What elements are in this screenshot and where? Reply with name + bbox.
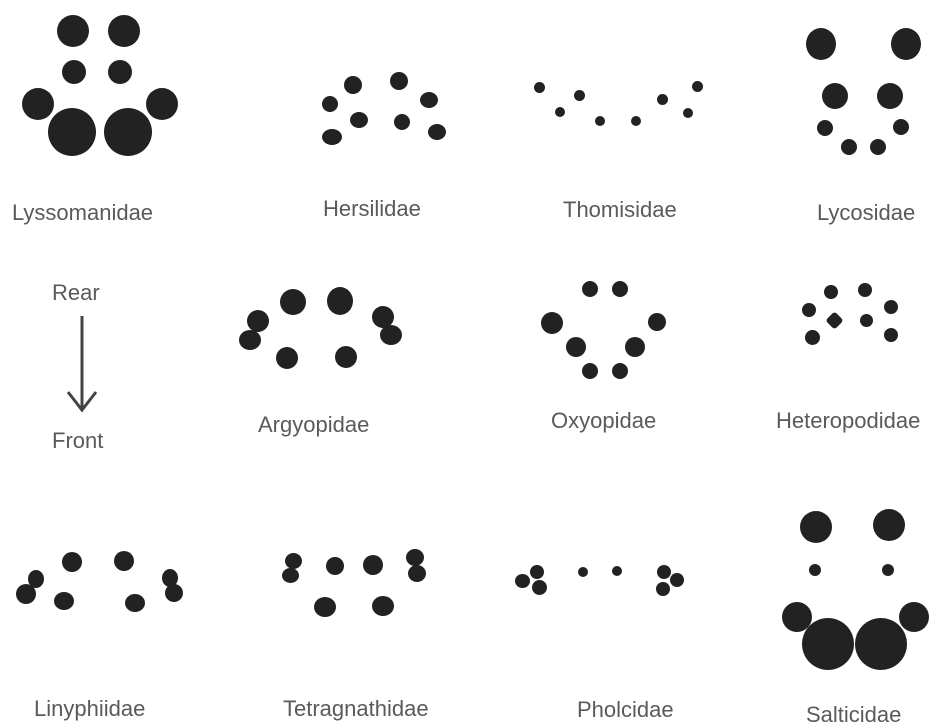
eye <box>48 108 96 156</box>
eye <box>280 289 306 315</box>
eye <box>420 92 438 108</box>
eye <box>380 325 402 345</box>
eye <box>595 116 605 126</box>
eye <box>104 108 152 156</box>
family-label-thomisidae: Thomisidae <box>563 197 677 223</box>
eye <box>631 116 641 126</box>
eye <box>800 511 832 543</box>
eye <box>822 83 848 109</box>
eye <box>825 311 843 329</box>
eye <box>363 555 383 575</box>
eye <box>406 549 424 566</box>
eye <box>114 551 134 571</box>
eye <box>884 300 898 314</box>
eye <box>612 281 628 297</box>
eye <box>806 28 836 60</box>
eye <box>612 566 622 576</box>
eye <box>578 567 588 577</box>
family-label-tetragnathidae: Tetragnathidae <box>283 696 429 722</box>
eye <box>428 124 446 140</box>
eye <box>541 312 563 334</box>
eye <box>515 574 530 588</box>
eye <box>57 15 89 47</box>
eye <box>530 565 544 579</box>
eye <box>314 597 336 617</box>
eye <box>125 594 145 612</box>
family-label-lycosidae: Lycosidae <box>817 200 915 226</box>
family-label-hersilidae: Hersilidae <box>323 196 421 222</box>
eye <box>656 582 670 596</box>
eye <box>884 328 898 342</box>
eye <box>817 120 833 136</box>
family-label-oxyopidae: Oxyopidae <box>551 408 656 434</box>
eye <box>532 580 547 595</box>
eye <box>408 565 426 582</box>
eye <box>326 557 344 575</box>
eye <box>372 596 394 616</box>
eye <box>390 72 408 90</box>
eye <box>657 94 668 105</box>
eye <box>555 107 565 117</box>
eye <box>62 60 86 84</box>
eye <box>534 82 545 93</box>
family-label-lyssomanidae: Lyssomanidae <box>12 200 153 226</box>
eye <box>247 310 269 332</box>
front-label: Front <box>52 428 103 454</box>
eye <box>239 330 261 350</box>
eye <box>285 553 302 569</box>
eye <box>394 114 410 130</box>
eye <box>335 346 357 368</box>
eye <box>582 363 598 379</box>
family-label-argyopidae: Argyopidae <box>258 412 369 438</box>
eye <box>683 108 693 118</box>
eye <box>612 363 628 379</box>
eye <box>877 83 903 109</box>
eye <box>870 139 886 155</box>
eye <box>855 618 907 670</box>
eye <box>276 347 298 369</box>
eye <box>322 96 338 112</box>
eye <box>648 313 666 331</box>
eye <box>893 119 909 135</box>
eye <box>327 287 353 315</box>
eye <box>692 81 703 92</box>
eye <box>22 88 54 120</box>
eye <box>146 88 178 120</box>
eye <box>625 337 645 357</box>
eye <box>62 552 82 572</box>
eye <box>891 28 921 60</box>
family-label-pholcidae: Pholcidae <box>577 697 674 723</box>
family-label-salticidae: Salticidae <box>806 702 901 728</box>
eye <box>16 584 36 604</box>
eye <box>657 565 671 579</box>
eye <box>165 584 183 602</box>
eye <box>108 15 140 47</box>
eye <box>350 112 368 128</box>
eye <box>802 303 816 317</box>
eye <box>858 283 872 297</box>
arrow-down-icon <box>62 312 102 416</box>
eye <box>566 337 586 357</box>
eye <box>841 139 857 155</box>
family-label-linyphiidae: Linyphiidae <box>34 696 145 722</box>
eye <box>873 509 905 541</box>
eye <box>860 314 873 327</box>
eye <box>824 285 838 299</box>
rear-label: Rear <box>52 280 100 306</box>
eye <box>344 76 362 94</box>
eye <box>582 281 598 297</box>
eye <box>882 564 894 576</box>
eye <box>809 564 821 576</box>
eye <box>322 129 342 145</box>
eye <box>805 330 820 345</box>
eye <box>54 592 74 610</box>
eye <box>282 568 299 583</box>
eye <box>802 618 854 670</box>
eye <box>670 573 684 587</box>
eye <box>108 60 132 84</box>
family-label-heteropodidae: Heteropodidae <box>776 408 920 434</box>
eye <box>574 90 585 101</box>
eye <box>899 602 929 632</box>
